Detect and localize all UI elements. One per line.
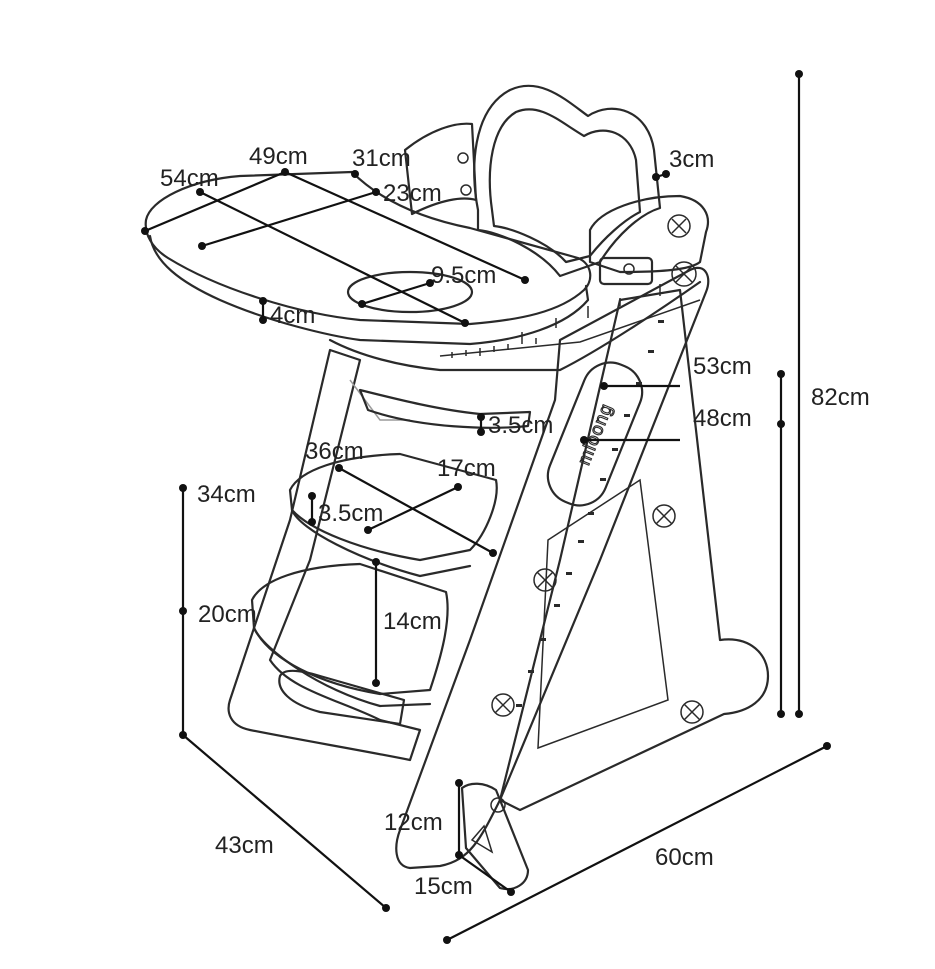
tray-rail xyxy=(328,280,702,372)
dimension-lines xyxy=(141,70,831,944)
label-82cm: 82cm xyxy=(811,384,870,411)
seat-back-slat xyxy=(358,388,532,429)
label-48cm: 48cm xyxy=(693,405,752,432)
high-chair-illustration: mloong xyxy=(144,84,770,891)
screw-icon xyxy=(680,700,704,724)
label-17cm: 17cm xyxy=(437,455,496,482)
left-side-frame xyxy=(227,348,422,762)
screw-icon xyxy=(491,693,515,717)
tray-top xyxy=(144,170,592,326)
screw-icon xyxy=(667,214,691,238)
label-4cm: 4cm xyxy=(270,302,315,329)
tray-front-edge xyxy=(148,234,590,346)
label-31cm: 31cm xyxy=(352,145,411,172)
right-side-frame xyxy=(395,266,710,870)
label-3-5cm-upper: 3.5cm xyxy=(488,412,553,439)
label-49cm: 49cm xyxy=(249,143,308,170)
cup-holder xyxy=(346,270,474,314)
label-36cm: 36cm xyxy=(305,438,364,465)
label-12cm: 12cm xyxy=(384,809,443,836)
tray-lock xyxy=(598,256,654,286)
screw-icon xyxy=(671,261,697,287)
tray-ruler-ticks xyxy=(451,284,661,358)
stopper xyxy=(460,782,530,891)
label-9-5cm: 9.5cm xyxy=(431,262,496,289)
rear-knob xyxy=(460,184,472,196)
dimension-labels: 54cm 49cm 31cm 23cm 3cm 9.5cm 4cm 53cm 4… xyxy=(160,143,870,900)
screw-icon xyxy=(652,504,676,528)
backrest-outline xyxy=(473,84,662,278)
rear-knob xyxy=(457,152,469,164)
label-3cm: 3cm xyxy=(669,146,714,173)
lower-crossbar xyxy=(278,669,406,726)
label-14cm: 14cm xyxy=(383,608,442,635)
label-15cm: 15cm xyxy=(414,873,473,900)
label-20cm: 20cm xyxy=(198,601,257,628)
seat xyxy=(288,452,498,562)
brand-slot xyxy=(546,361,644,507)
backrest-rear-panel xyxy=(403,122,478,216)
screw-icon xyxy=(533,568,557,592)
label-3-5cm-lower: 3.5cm xyxy=(318,500,383,527)
label-53cm: 53cm xyxy=(693,353,752,380)
right-armrest xyxy=(588,194,709,274)
rear-leg xyxy=(498,288,770,812)
label-23cm: 23cm xyxy=(383,180,442,207)
label-54cm: 54cm xyxy=(160,165,219,192)
label-34cm: 34cm xyxy=(197,481,256,508)
label-43cm: 43cm xyxy=(215,832,274,859)
label-60cm: 60cm xyxy=(655,844,714,871)
